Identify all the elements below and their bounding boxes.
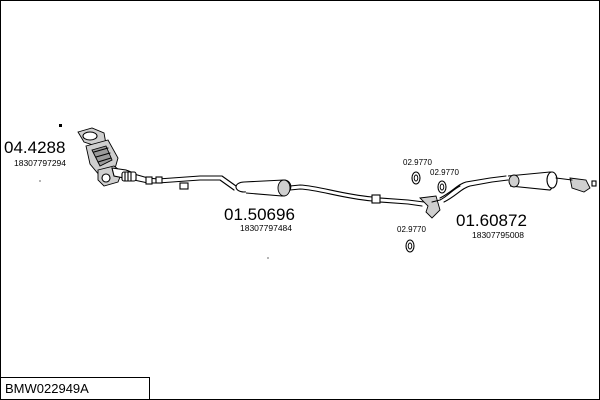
pipe-clip bbox=[179, 182, 189, 190]
clamp-number-b: 02.9770 bbox=[430, 168, 459, 177]
marker-dot bbox=[39, 180, 41, 182]
clamp-a[interactable] bbox=[411, 171, 421, 185]
catalytic-converter[interactable] bbox=[77, 127, 137, 187]
clamp-number-a: 02.9770 bbox=[403, 158, 432, 167]
oe-ref-rear: 18307795008 bbox=[472, 230, 524, 240]
part-number-middle: 01.50696 bbox=[224, 205, 295, 224]
middle-silencer[interactable] bbox=[235, 179, 425, 207]
rear-silencer[interactable] bbox=[439, 171, 597, 203]
clamp-b[interactable] bbox=[437, 180, 447, 194]
part-number-rear: 01.60872 bbox=[456, 211, 527, 230]
pipe-clip bbox=[155, 176, 163, 184]
front-pipe bbox=[121, 171, 237, 191]
diagram-code-label: BMW022949A bbox=[0, 377, 150, 399]
oe-ref-cat: 18307797294 bbox=[14, 158, 66, 168]
oe-ref-middle: 18307797484 bbox=[240, 223, 292, 233]
part-number-cat: 04.4288 bbox=[4, 138, 65, 157]
clamp-c[interactable] bbox=[405, 239, 415, 253]
clamp-number-c: 02.9770 bbox=[397, 225, 426, 234]
marker-dot bbox=[59, 124, 62, 127]
marker-dot bbox=[267, 257, 269, 259]
connector-pipe bbox=[419, 185, 461, 219]
